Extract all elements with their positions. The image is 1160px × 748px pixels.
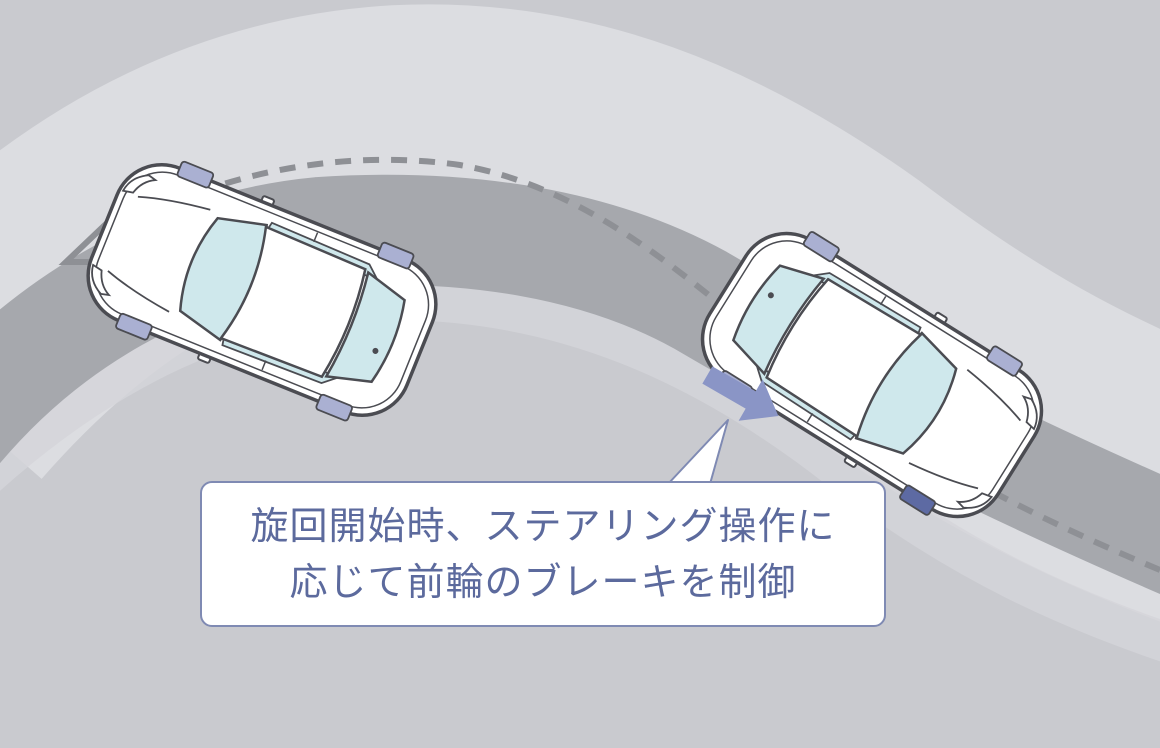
callout-line-2: 応じて前輪のブレーキを制御 <box>289 560 797 604</box>
front-left-wheel <box>986 345 1023 377</box>
travel-path-dashed <box>93 156 1160 573</box>
arrow-right-down-icon <box>702 366 779 421</box>
callout-line-1: 旋回開始時、ステアリング操作に <box>250 504 836 548</box>
front-left-wheel <box>115 312 153 341</box>
front-right-wheel-braked <box>899 484 937 516</box>
rear-left-wheel <box>315 393 353 422</box>
car-after-turn <box>69 142 455 438</box>
rear-left-wheel <box>802 231 840 263</box>
rear-right-wheel <box>376 241 415 270</box>
front-right-wheel <box>176 160 215 189</box>
callout-pointer <box>667 419 729 485</box>
callout-box: 旋回開始時、ステアリング操作に 応じて前輪のブレーキを制御 <box>200 481 886 627</box>
